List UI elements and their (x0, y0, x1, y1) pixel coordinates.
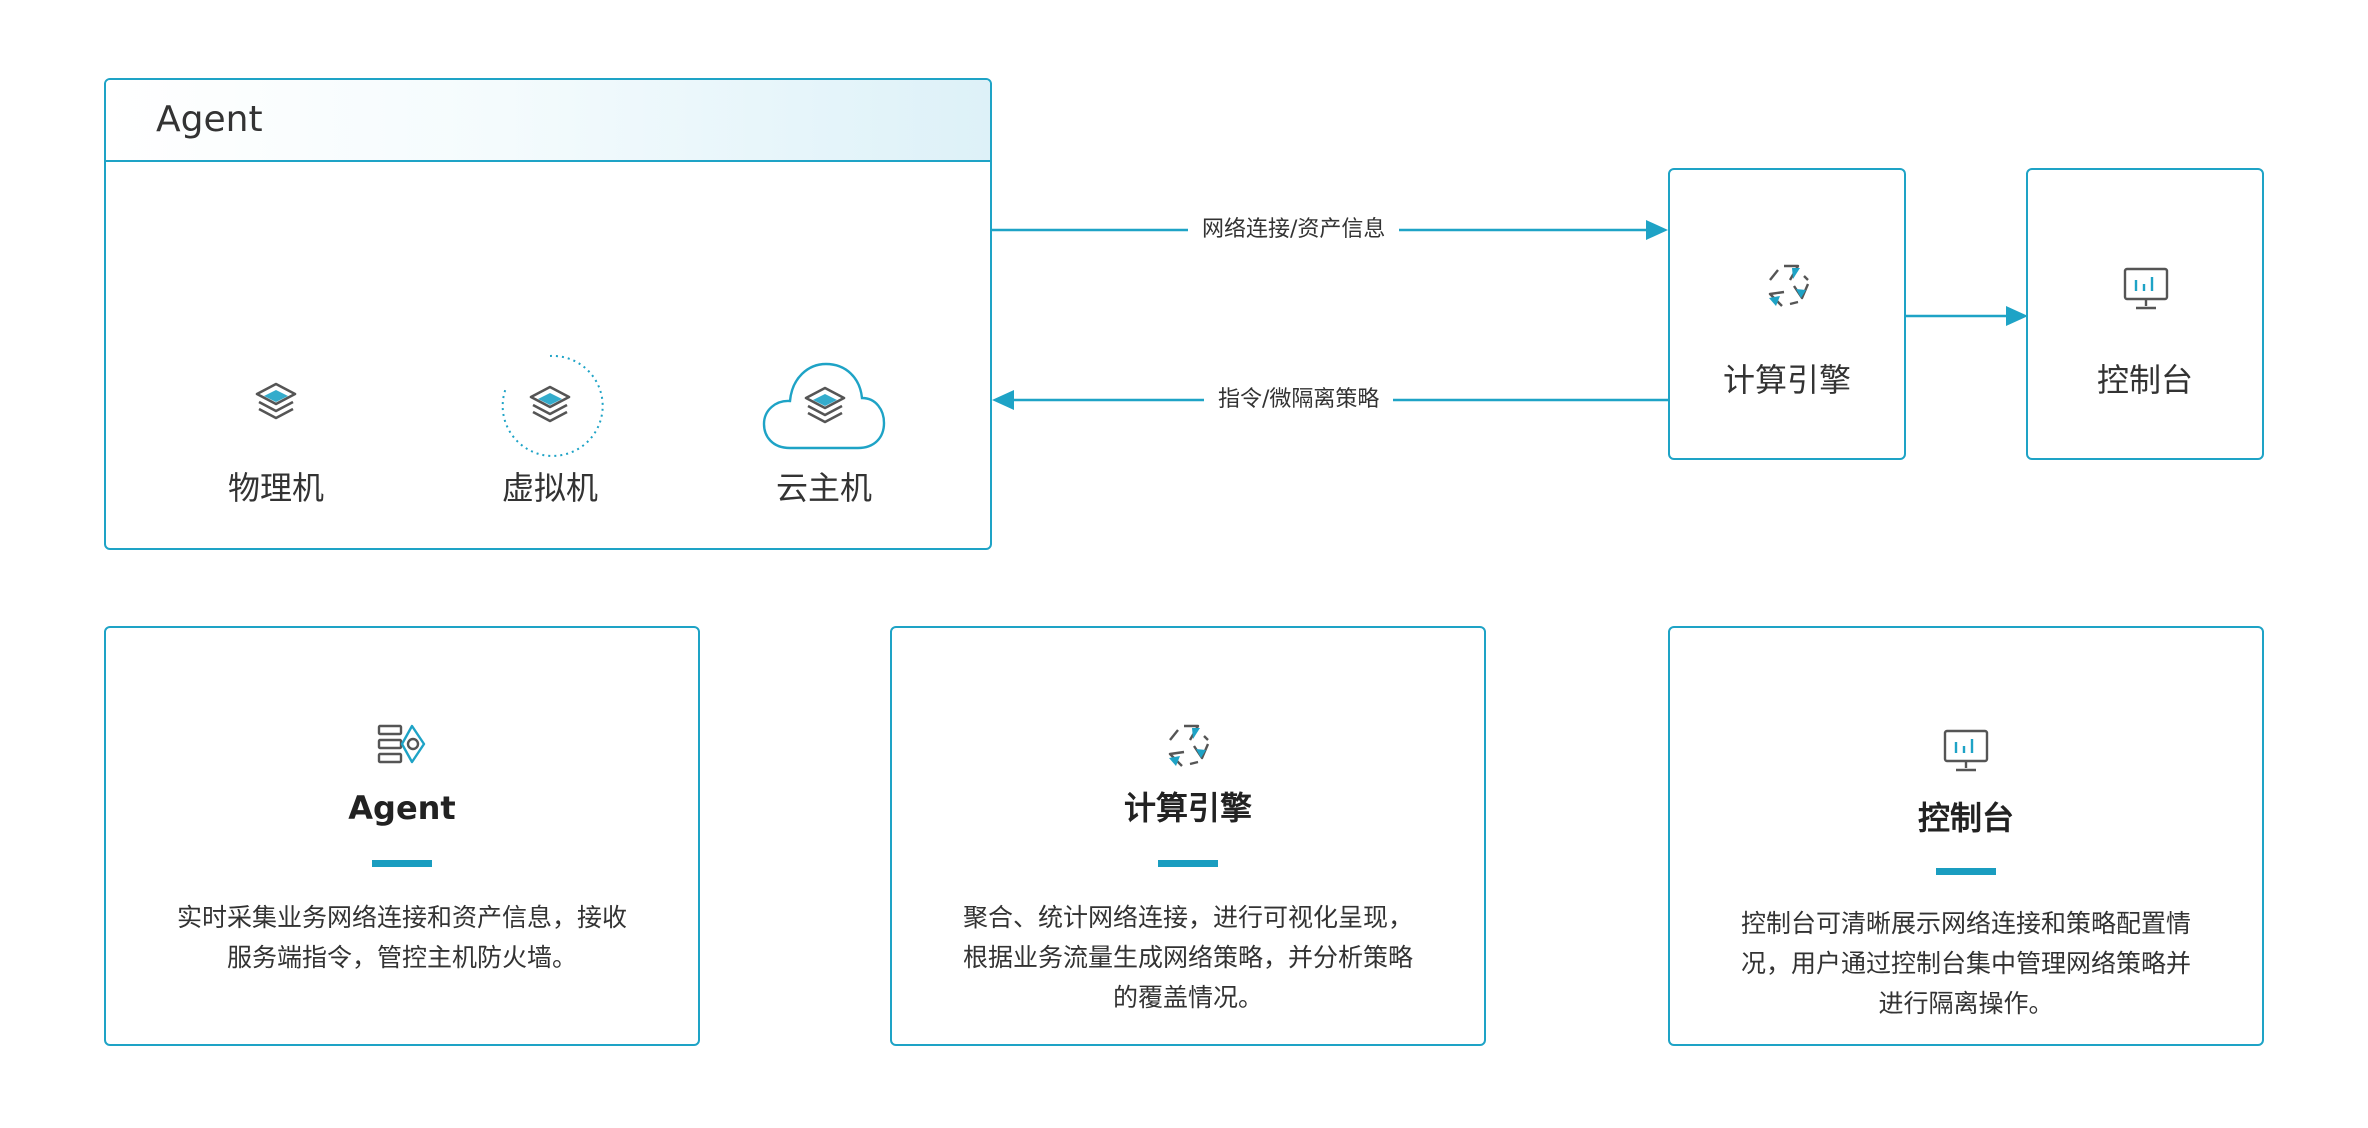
card-agent-divider (372, 860, 432, 867)
card-engine-description: 聚合、统计网络连接，进行可视化呈现， 根据业务流量生成网络策略，并分析策略 的覆… (932, 898, 1444, 1018)
host-physical: 物理机 (166, 260, 386, 520)
flow-arrowhead-to-console (2006, 306, 2028, 326)
compute-engine-icon (1164, 722, 1212, 774)
host-cloud-label: 云主机 (775, 469, 872, 507)
card-agent-title: Agent (348, 789, 456, 827)
layers-stack-cloud-icon (760, 358, 888, 456)
host-physical-label: 物理机 (227, 469, 324, 507)
card-agent-description-line: 服务端指令，管控主机防火墙。 (226, 943, 577, 972)
card-engine-description-line: 聚合、统计网络连接，进行可视化呈现， (962, 903, 1413, 932)
monitor-chart-icon (2122, 266, 2170, 316)
host-virtual-label: 虚拟机 (501, 469, 598, 507)
card-engine: 计算引擎 聚合、统计网络连接，进行可视化呈现， 根据业务流量生成网络策略，并分析… (890, 626, 1486, 1046)
card-console-description-line: 况，用户通过控制台集中管理网络策略并 (1740, 949, 2191, 978)
console-label: 控制台 (2096, 361, 2193, 399)
compute-engine-icon (1764, 262, 1812, 314)
flow-label-to-engine: 网络连接/资产信息 (1188, 216, 1400, 244)
card-console: 控制台 控制台可清晰展示网络连接和策略配置情 况，用户通过控制台集中管理网络策略… (1668, 626, 2264, 1046)
card-console-description-line: 进行隔离操作。 (1878, 989, 2054, 1018)
flow-arrowhead-to-engine (1646, 220, 1668, 240)
card-engine-description-line: 根据业务流量生成网络策略，并分析策略 (962, 943, 1413, 972)
flow-arrowhead-to-agent (992, 390, 1014, 410)
flow-label-to-agent: 指令/微隔离策略 (1204, 386, 1394, 414)
engine-label: 计算引擎 (1722, 361, 1851, 399)
card-agent-description: 实时采集业务网络连接和资产信息，接收 服务端指令，管控主机防火墙。 (146, 898, 658, 978)
card-engine-divider (1158, 860, 1218, 867)
host-cloud: 云主机 (714, 260, 934, 520)
server-agent-icon (376, 720, 428, 772)
card-engine-title: 计算引擎 (1123, 789, 1252, 827)
host-virtual: 虚拟机 (440, 260, 660, 520)
card-console-title: 控制台 (1917, 799, 2014, 837)
monitor-chart-icon (1942, 728, 1990, 778)
console-box: 控制台 (2026, 168, 2264, 460)
engine-box: 计算引擎 (1668, 168, 1906, 460)
card-engine-description-line: 的覆盖情况。 (1112, 983, 1263, 1012)
agent-panel: Agent 物理机 虚拟机 (104, 78, 992, 550)
agent-panel-header: Agent (106, 80, 990, 162)
card-console-description-line: 控制台可清晰展示网络连接和策略配置情 (1740, 909, 2191, 938)
card-agent-description-line: 实时采集业务网络连接和资产信息，接收 (176, 903, 627, 932)
agent-panel-title: Agent (156, 99, 263, 140)
layers-stack-dotted-ring-icon (492, 348, 608, 468)
card-console-divider (1936, 868, 1996, 875)
layers-stack-icon (251, 378, 301, 432)
card-agent: Agent 实时采集业务网络连接和资产信息，接收 服务端指令，管控主机防火墙。 (104, 626, 700, 1046)
card-console-description: 控制台可清晰展示网络连接和策略配置情 况，用户通过控制台集中管理网络策略并 进行… (1710, 904, 2222, 1024)
